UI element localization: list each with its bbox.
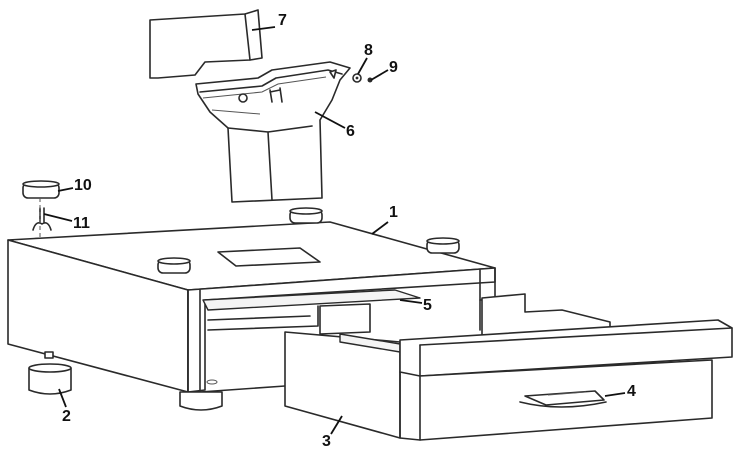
callout-4: 4 [627, 383, 636, 400]
hopper-chute [195, 61, 351, 203]
callout-1: 1 [389, 204, 398, 221]
callout-11: 11 [73, 215, 90, 232]
foot-cap [22, 180, 60, 199]
callout-5: 5 [423, 297, 432, 314]
callout-6: 6 [346, 123, 355, 140]
screw [367, 77, 373, 83]
callout-9: 9 [389, 59, 398, 76]
callout-8: 8 [364, 42, 373, 59]
callout-3: 3 [322, 433, 331, 450]
cabinet [7, 207, 496, 411]
callout-10: 10 [74, 177, 92, 194]
rear-cover-plate [149, 9, 263, 79]
drawer [284, 293, 733, 441]
leveling-foot [28, 351, 72, 395]
wing-bolt [32, 207, 52, 231]
callout-2: 2 [62, 408, 71, 425]
callout-7: 7 [278, 12, 287, 29]
